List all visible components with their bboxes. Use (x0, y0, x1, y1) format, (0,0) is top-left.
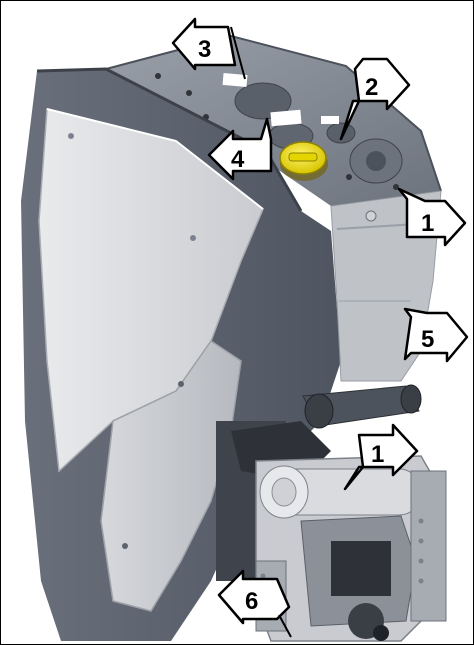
side-panel-lower (100, 339, 242, 612)
callout-2-label: 2 (365, 74, 378, 101)
callout-3-label: 3 (198, 36, 211, 63)
callout-1-lower-label: 1 (371, 441, 384, 468)
callout-4: 4 (207, 117, 273, 181)
callout-4-label: 4 (231, 146, 245, 173)
callout-1-upper-label: 1 (421, 210, 434, 237)
callout-3: 3 (171, 17, 246, 80)
callout-5-label: 5 (421, 326, 434, 353)
callout-2: 2 (339, 57, 411, 141)
oil-filler-cap (279, 141, 328, 181)
callout-1-upper: 1 (397, 187, 467, 247)
lower-mechanism (216, 384, 447, 642)
callout-1-lower: 1 (343, 423, 419, 491)
callout-6: 6 (217, 569, 292, 638)
callout-6-label: 6 (245, 588, 258, 615)
callout-5: 5 (403, 307, 469, 363)
